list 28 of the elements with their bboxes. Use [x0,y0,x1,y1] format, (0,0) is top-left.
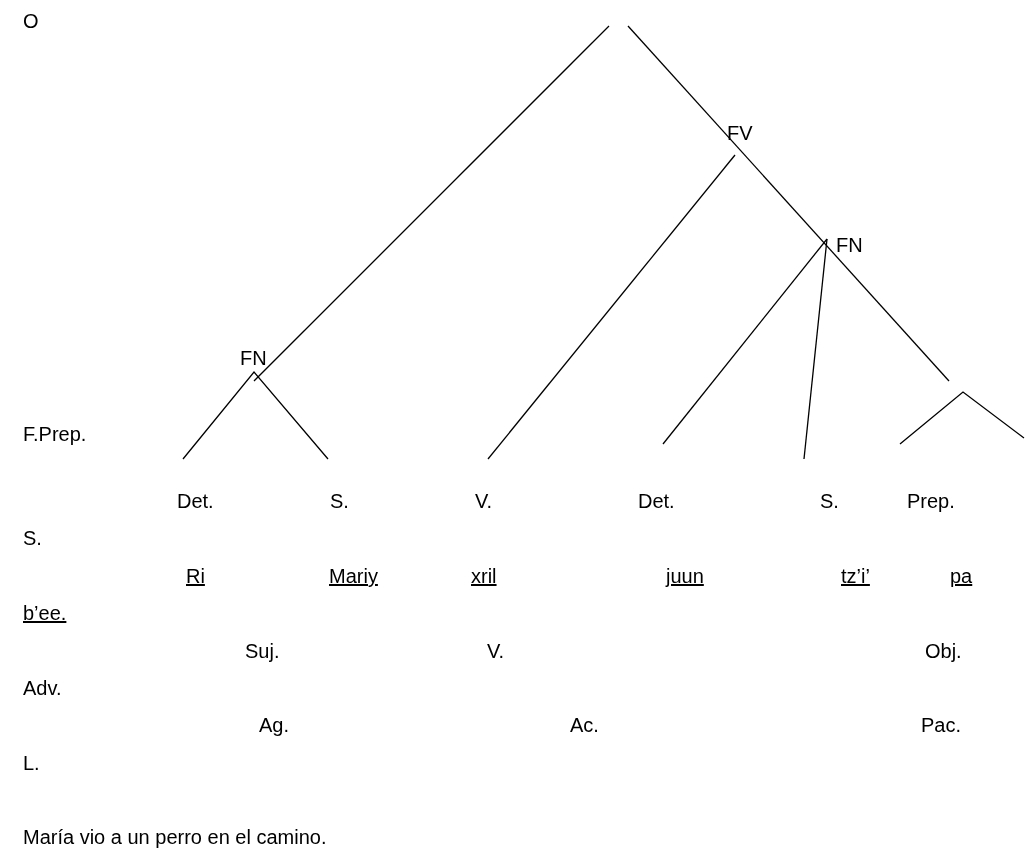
category-label: O [23,10,39,32]
function-label: Suj. [245,640,280,662]
function-label: V. [487,640,505,662]
word-label: juun [666,565,704,587]
word-label: b’ee. [23,602,67,624]
word-label: tz’i’ [841,565,870,587]
category-label: Prep. [907,490,955,512]
category-label: S. [330,490,349,512]
category-label: Det. [177,490,214,512]
role-label: L. [23,752,40,774]
category-label: FN [836,234,863,256]
role-label: Ac. [570,714,599,736]
function-label: Adv. [23,677,62,699]
word-label: Ri [186,565,205,587]
word-label: Mariy [329,565,378,587]
category-label: FN [240,347,267,369]
category-label: F.Prep. [23,423,87,445]
word-label: xril [471,565,497,587]
role-label: Pac. [921,714,962,736]
function-label: Obj. [925,640,962,662]
role-label: Ag. [259,714,290,736]
translation-text: María vio a un perro en el camino. [23,826,327,848]
word-label: pa [950,565,973,587]
category-label: S. [820,490,839,512]
category-label: V. [475,490,493,512]
category-label: S. [23,527,42,549]
category-label: FV [727,122,753,144]
category-label: Det. [638,490,675,512]
